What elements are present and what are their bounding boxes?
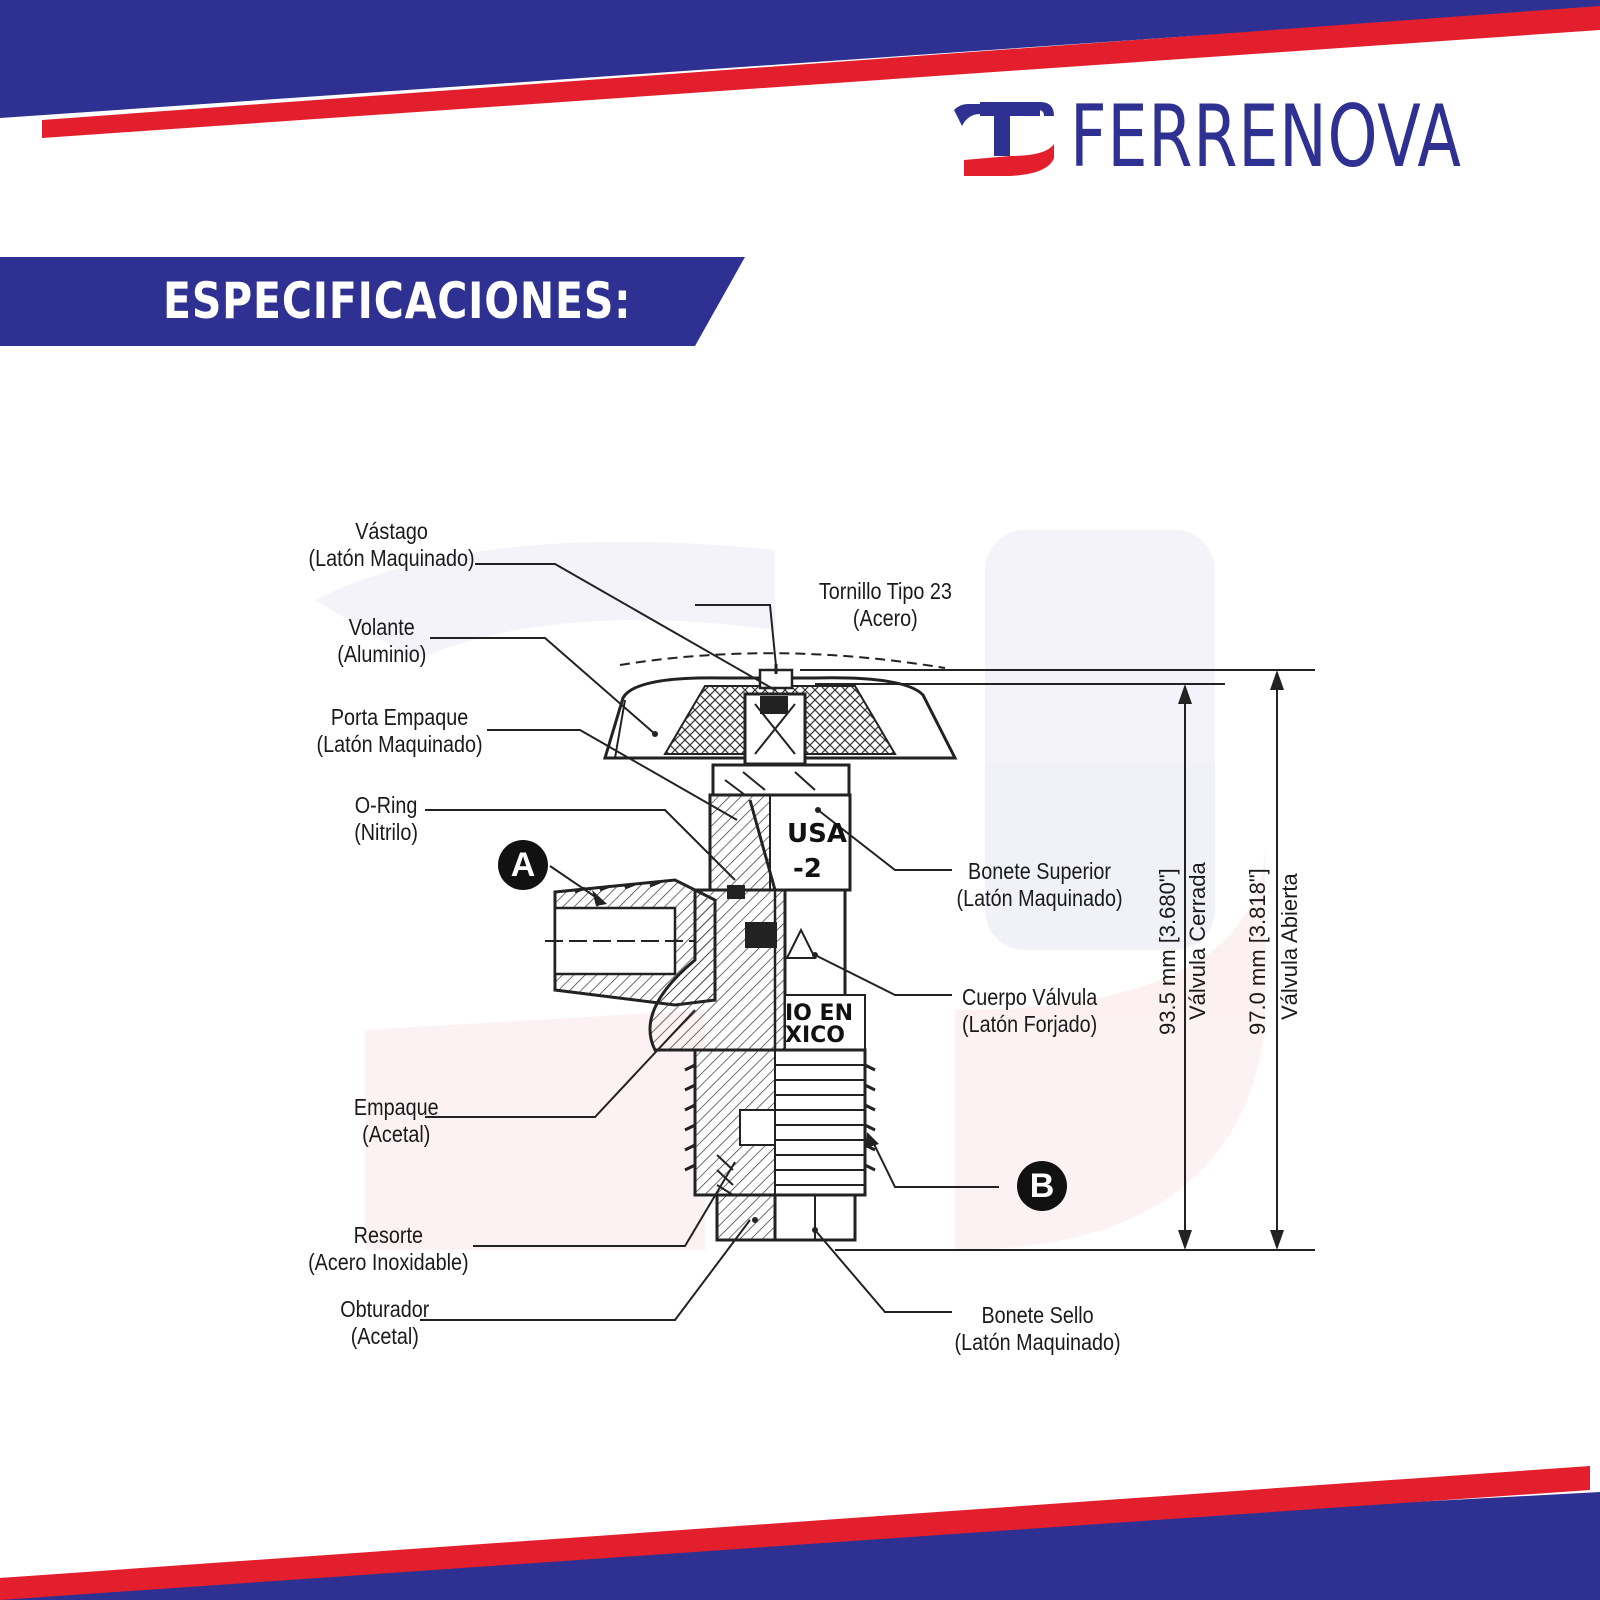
dimension-open-value: 97.0 mm [3.818"]: [1245, 868, 1270, 1035]
label-obturador: Obturador(Acetal): [340, 1296, 430, 1349]
label-volante: Volante(Aluminio): [337, 614, 427, 667]
label-resorte: Resorte(Acero Inoxidable): [308, 1222, 469, 1275]
label-bonete-sello: Bonete Sello(Latón Maquinado): [954, 1302, 1121, 1355]
label-porta-empaque: Porta Empaque(Latón Maquinado): [316, 704, 483, 757]
stamp-model: -2: [793, 854, 822, 884]
port-b-badge: B: [1017, 1161, 1067, 1211]
stamp-usa: USA: [787, 819, 847, 849]
label-bonete-superior: Bonete Superior(Latón Maquinado): [956, 858, 1123, 911]
dimension-closed-label: Válvula Cerrada: [1185, 862, 1210, 1020]
valve-diagram: Vástago(Latón Maquinado) Volante(Alumini…: [255, 490, 1345, 1390]
hammer-logo-icon: [954, 102, 1054, 176]
label-vastago: Vástago(Latón Maquinado): [308, 518, 475, 571]
section-title: ESPECIFICACIONES:: [163, 272, 632, 330]
stamp-mexico: XICO: [785, 1023, 845, 1048]
label-empaque: Empaque(Acetal): [353, 1094, 439, 1147]
dimension-closed-value: 93.5 mm [3.680"]: [1155, 868, 1180, 1035]
brand-name: FERRENOVA: [1070, 87, 1462, 187]
label-tornillo: Tornillo Tipo 23(Acero): [818, 578, 952, 631]
section-banner: [0, 257, 745, 346]
label-cuerpo-valvula: Cuerpo Válvula(Latón Forjado): [962, 984, 1098, 1037]
port-a-badge: A: [498, 840, 548, 890]
dimension-open-label: Válvula Abierta: [1277, 873, 1302, 1020]
stamp-hecho-en: IO EN: [785, 1001, 853, 1026]
label-o-ring: O-Ring(Nitrilo): [354, 792, 418, 845]
ferrenova-logo: FERRENOVA: [950, 92, 1510, 182]
valve-cross-section: [315, 530, 1315, 1321]
